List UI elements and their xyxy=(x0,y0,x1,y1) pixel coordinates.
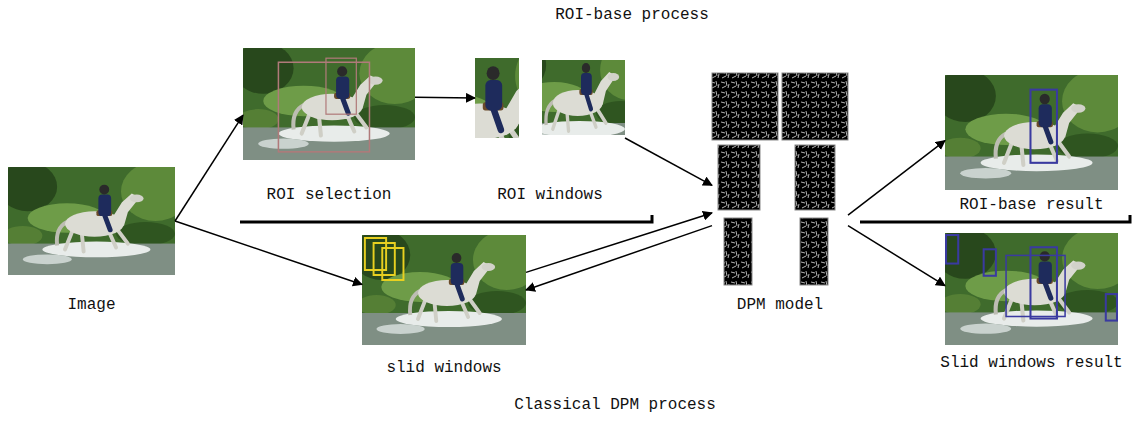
node-caption: DPM model xyxy=(737,297,823,315)
node-caption: ROI windows xyxy=(497,187,603,205)
flow-arrow xyxy=(848,226,945,286)
roi-selection-image: ROI selection xyxy=(243,48,415,160)
dpm-model-filters: DPM model xyxy=(712,73,848,285)
roi-result-image: ROI-base result xyxy=(945,75,1118,190)
node-caption: slid windows xyxy=(386,360,501,378)
node-caption: Image xyxy=(67,297,115,315)
input-image: Image xyxy=(8,167,175,275)
flow-arrow xyxy=(526,213,712,272)
flow-arrow xyxy=(175,115,243,221)
sliding-result-image: Slid windows result xyxy=(945,233,1118,345)
node-caption: Slid windows result xyxy=(940,355,1122,373)
sliding-window-image: slid windows xyxy=(362,235,526,345)
process-label: Classical DPM process xyxy=(514,397,716,415)
node-caption: ROI selection xyxy=(267,187,392,205)
roi-window-crops: ROI windows xyxy=(475,58,625,138)
process-label: ROI-base process xyxy=(555,7,709,25)
flow-arrow xyxy=(415,97,475,99)
flow-arrow xyxy=(175,221,362,285)
node-caption: ROI-base result xyxy=(959,197,1103,215)
flow-arrow xyxy=(848,141,945,215)
flow-arrow xyxy=(526,226,712,290)
flow-arrow xyxy=(625,138,712,185)
